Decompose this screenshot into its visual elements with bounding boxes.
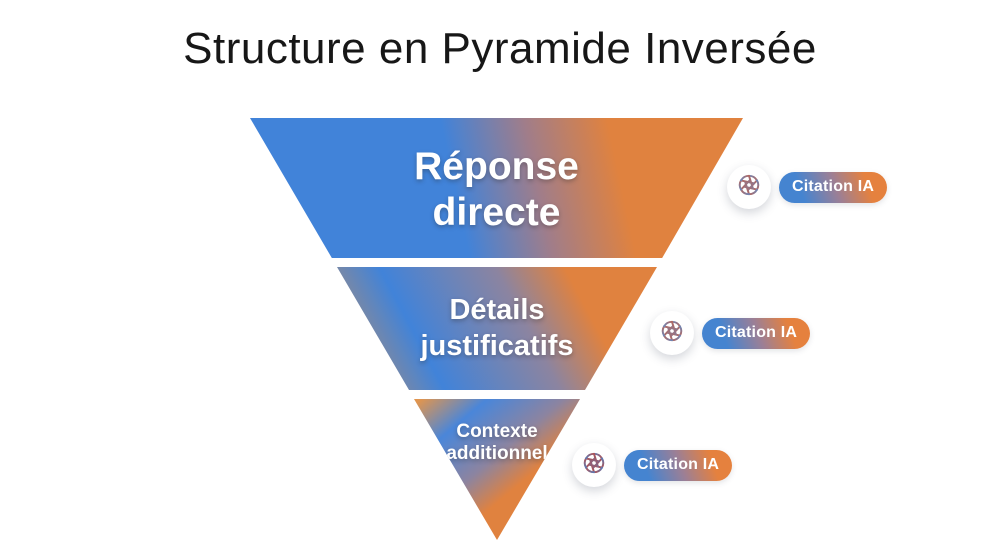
pyramid-section-label: Réponse directe xyxy=(414,144,579,234)
pyramid-section-reponse-directe: Réponse directe xyxy=(250,118,743,258)
ai-logo-circle xyxy=(572,443,616,487)
ai-swirl-icon xyxy=(581,450,607,481)
citation-ia-badge: Citation IA xyxy=(650,311,811,355)
ai-logo-circle xyxy=(727,165,771,209)
pyramid-section-details-justificatifs: Détails justificatifs xyxy=(337,267,657,390)
citation-ia-badge: Citation IA xyxy=(727,165,888,209)
citation-ia-badge: Citation IA xyxy=(572,443,733,487)
ai-swirl-icon xyxy=(659,318,685,349)
pyramid-section-label: Contexte additionnel xyxy=(446,421,548,464)
pyramid-section-contexte-additionnel: Contexte additionnel xyxy=(414,399,580,540)
citation-ia-pill: Citation IA xyxy=(702,317,811,349)
citation-ia-pill: Citation IA xyxy=(624,449,733,481)
pyramid-section-label: Détails justificatifs xyxy=(420,294,574,362)
ai-logo-circle xyxy=(650,311,694,355)
citation-ia-pill: Citation IA xyxy=(779,171,888,203)
ai-swirl-icon xyxy=(736,172,762,203)
page-title: Structure en Pyramide Inversée xyxy=(183,24,817,73)
